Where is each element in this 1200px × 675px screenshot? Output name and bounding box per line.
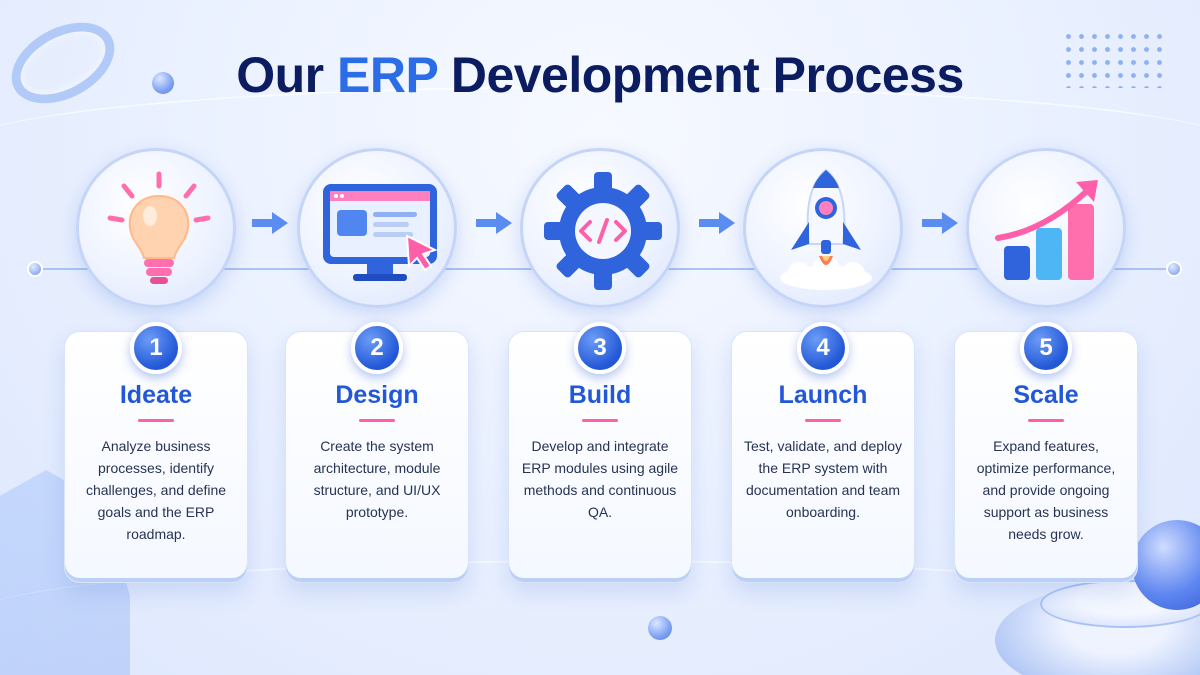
step-number-badge: 3 [574,322,626,374]
title-suffix: Development Process [437,47,964,103]
process-step-build: 3 Build Develop and integrate ERP module… [508,148,692,585]
arrow-right-icon [476,212,512,234]
decorative-dot-grid [1062,30,1162,88]
step-title-underline [582,419,618,422]
step-description: Analyze business processes, identify cha… [85,438,227,542]
step-title-underline [1028,419,1064,422]
step-description: Test, validate, and deploy the ERP syste… [744,438,902,520]
step-icon-circle [966,148,1126,308]
step-description: Expand features, optimize performance, a… [976,438,1116,542]
gear-code-icon [544,172,662,290]
process-step-launch: 4 Launch Test, validate, and deploy the … [731,148,915,585]
step-title: Build [568,381,632,409]
step-icon-circle [76,148,236,308]
monitor-ui-icon [323,184,438,281]
step-title: Ideate [119,381,193,409]
arrow-right-icon [699,212,735,234]
decorative-wave [0,86,1200,206]
step-card [508,331,692,583]
step-title: Scale [1013,381,1079,409]
step-description: Develop and integrate ERP modules using … [521,438,679,520]
decorative-orb [152,72,174,94]
step-title: Launch [778,381,868,409]
step-number-badge: 1 [130,322,182,374]
process-step-design: 2 Design Create the system architecture,… [285,148,469,585]
step-title-underline [138,419,174,422]
title-accent: ERP [337,47,438,103]
connector-end-node [1166,261,1182,277]
arrow-right-icon [252,212,288,234]
step-icon-circle [520,148,680,308]
step-description: Create the system architecture, module s… [313,438,441,520]
step-title-underline [359,419,395,422]
process-step-ideate: 1 Ideate Analyze business processes, ide… [64,148,248,585]
lightbulb-icon [107,171,211,284]
rocket-icon [780,168,872,290]
decorative-sphere [1132,520,1200,610]
title-prefix: Our [236,47,338,103]
step-number-badge: 2 [351,322,403,374]
arrow-right-icon [922,212,958,234]
step-title-underline [805,419,841,422]
step-icon-circle [297,148,457,308]
step-number-badge: 4 [797,322,849,374]
process-step-scale: 5 Scale Expand features, optimize perfor… [954,148,1138,585]
growth-chart-icon [995,180,1098,280]
connector-end-node [27,261,43,277]
step-title: Design [335,381,419,409]
page-title: Our ERP Development Process [0,46,1200,104]
step-number-badge: 5 [1020,322,1072,374]
step-icon-circle [743,148,903,308]
